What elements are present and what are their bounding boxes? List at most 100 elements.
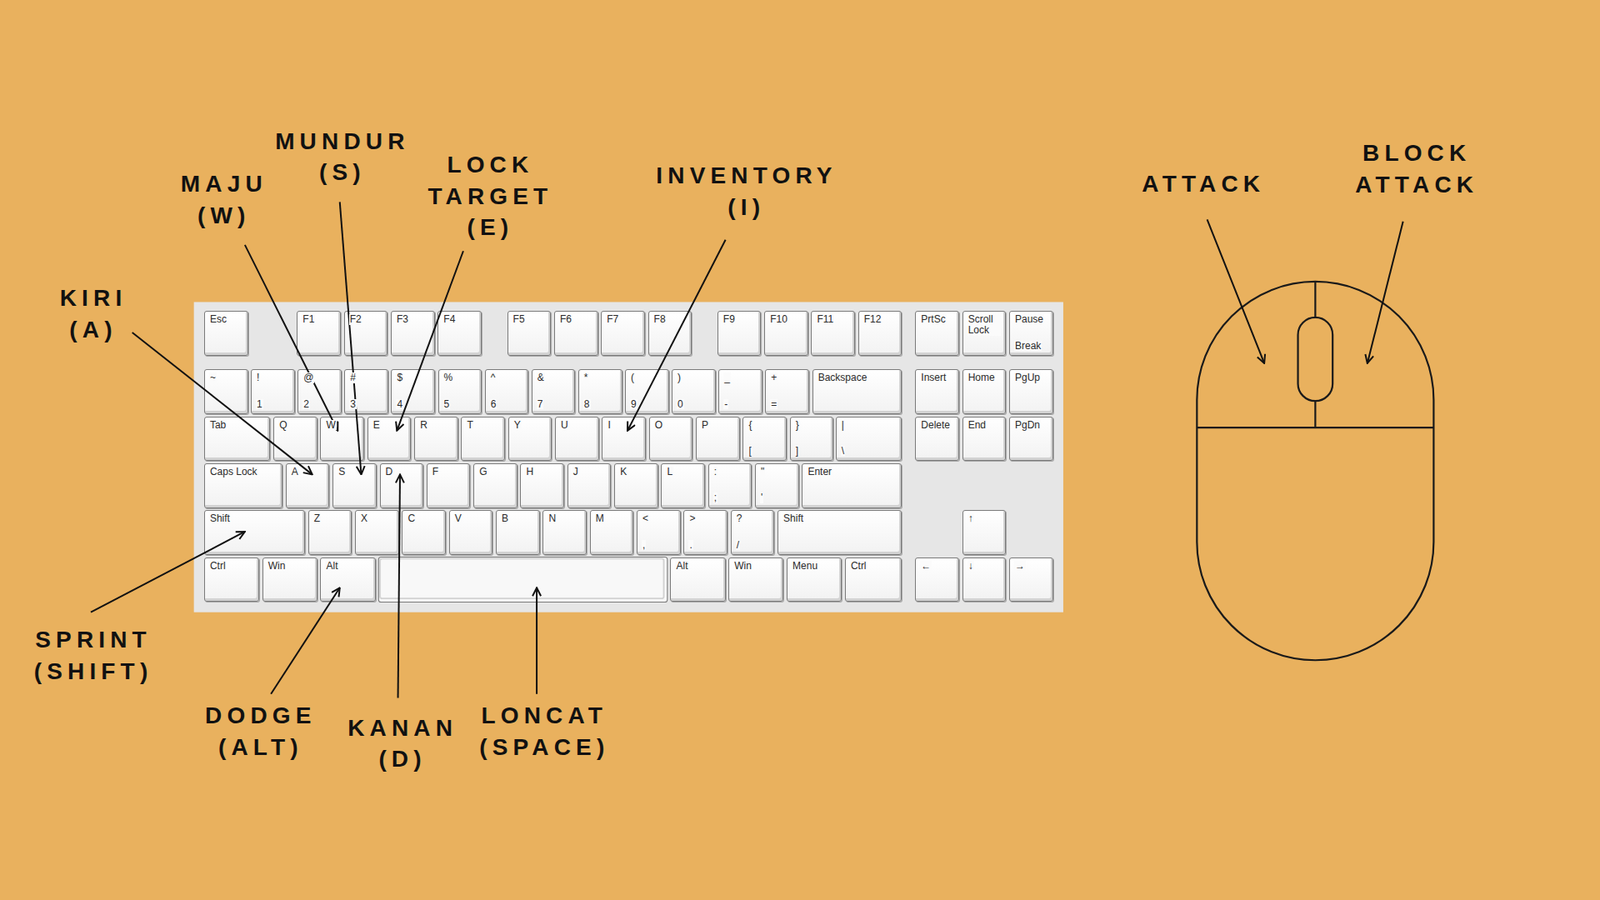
keyboard-key: F11 [810, 310, 855, 356]
keyboard-key: P [695, 416, 740, 462]
key-label: F4 [442, 314, 456, 325]
keyboard-key: A [285, 463, 330, 509]
key-label: @ [302, 372, 315, 384]
keyboard-key: Win [728, 557, 784, 603]
key-label: > [688, 513, 696, 525]
keyboard-key: V [449, 510, 494, 555]
keyboard-key: F12 [858, 310, 903, 356]
keyboard-key: K [614, 463, 659, 509]
leader-line [627, 240, 726, 431]
space-bar-shade [380, 558, 664, 599]
key-label: 6 [490, 399, 498, 410]
keyboard-key: :; [708, 463, 753, 509]
key-label: ( [630, 372, 635, 384]
keyboard-key: F9 [717, 310, 762, 356]
key-label: A [290, 466, 300, 478]
keyboard-key: Home [962, 369, 1007, 415]
keyboard-key: Insert [915, 369, 960, 415]
key-label: 2 [302, 399, 310, 410]
key-label: Backspace [817, 372, 869, 384]
key-label: ~ [209, 372, 217, 384]
keyboard-key: H [520, 463, 565, 509]
key-label: S [337, 466, 346, 478]
key-label: Shift [782, 513, 805, 525]
mouse-button-line [1314, 400, 1316, 428]
keyboard-key: |\ [835, 416, 903, 462]
keyboard-key: Alt [670, 557, 725, 603]
key-label: Alt [325, 560, 339, 572]
key-label: - [723, 399, 729, 410]
keyboard-body [194, 301, 1064, 612]
key-label: ! [255, 372, 260, 384]
keyboard-key: Y [508, 416, 553, 462]
key-label: Alt [675, 560, 689, 572]
key-label: F3 [395, 314, 410, 325]
keyboard-key: N [542, 510, 587, 555]
key-label: Ctrl [209, 560, 227, 572]
key-label: 4 [395, 399, 404, 410]
key-label: X [360, 513, 369, 525]
key-label: M [595, 513, 605, 525]
mouse-button-line [1314, 281, 1316, 318]
keyboard-key: F6 [554, 310, 599, 356]
key-label: * [583, 372, 590, 384]
key-label: ↓ [967, 560, 975, 572]
keyboard-key: G [473, 463, 518, 509]
leader-line [1367, 221, 1404, 364]
keyboard-key: ↓ [962, 557, 1007, 603]
callout-label: MUNDUR (S) [270, 125, 410, 190]
key-label: 1 [255, 399, 264, 410]
keyboard-key: Backspace [812, 369, 903, 415]
key-label: T [465, 420, 474, 431]
key-label: ^ [490, 372, 497, 384]
keyboard-key: E [367, 416, 412, 462]
key-label: PrtSc [920, 314, 946, 325]
callout-label: ATTACK [1136, 168, 1265, 200]
key-label: $ [395, 372, 404, 384]
keyboard-key: Esc [204, 310, 249, 356]
keyboard-key: Ctrl [845, 557, 903, 603]
keyboard-key: D [380, 463, 425, 509]
keyboard-key: Shift [204, 510, 305, 555]
keyboard-key: ^6 [485, 369, 530, 415]
keyboard-key: PgUp [1009, 369, 1054, 415]
key-label: Y [513, 420, 522, 431]
keyboard-key: M [590, 510, 635, 555]
key-label: [ [747, 445, 752, 457]
key-label: PgDn [1014, 420, 1041, 431]
leader-line [398, 474, 400, 698]
keyboard-key: J [567, 463, 612, 509]
keyboard-key: Scroll Lock [962, 310, 1007, 356]
key-label: Win [267, 560, 287, 572]
key-label: ) [676, 372, 682, 384]
keyboard-key: #3 [344, 369, 389, 415]
keyboard-key: Z [308, 510, 353, 555]
keyboard-key: → [1009, 557, 1054, 603]
key-label: Tab [209, 420, 227, 431]
key-label: Win [733, 560, 753, 572]
keyboard-key: }] [790, 416, 835, 462]
key-label: D [385, 466, 395, 478]
key-label: Enter [806, 466, 833, 478]
leader-line [90, 531, 245, 613]
space-bar [378, 557, 668, 603]
key-label: F [431, 466, 440, 478]
key-label: + [770, 372, 778, 384]
leader-line [396, 250, 464, 431]
key-label: F11 [815, 314, 835, 325]
keyboard-key: Shift [777, 510, 902, 555]
key-label: W [325, 420, 336, 431]
key-label: 8 [583, 399, 591, 410]
key-label: Pause [1014, 314, 1045, 325]
key-label: 3 [349, 399, 357, 410]
key-label: Z [313, 513, 321, 525]
key-label: F7 [605, 314, 620, 325]
key-label: Q [278, 420, 288, 431]
key-label: L [665, 466, 674, 478]
keyboard-key: Q [273, 416, 318, 462]
keyboard-key: Win [262, 557, 318, 603]
key-label: \ [840, 445, 845, 457]
key-label: ] [795, 445, 800, 457]
keyboard-key: C [401, 510, 446, 555]
